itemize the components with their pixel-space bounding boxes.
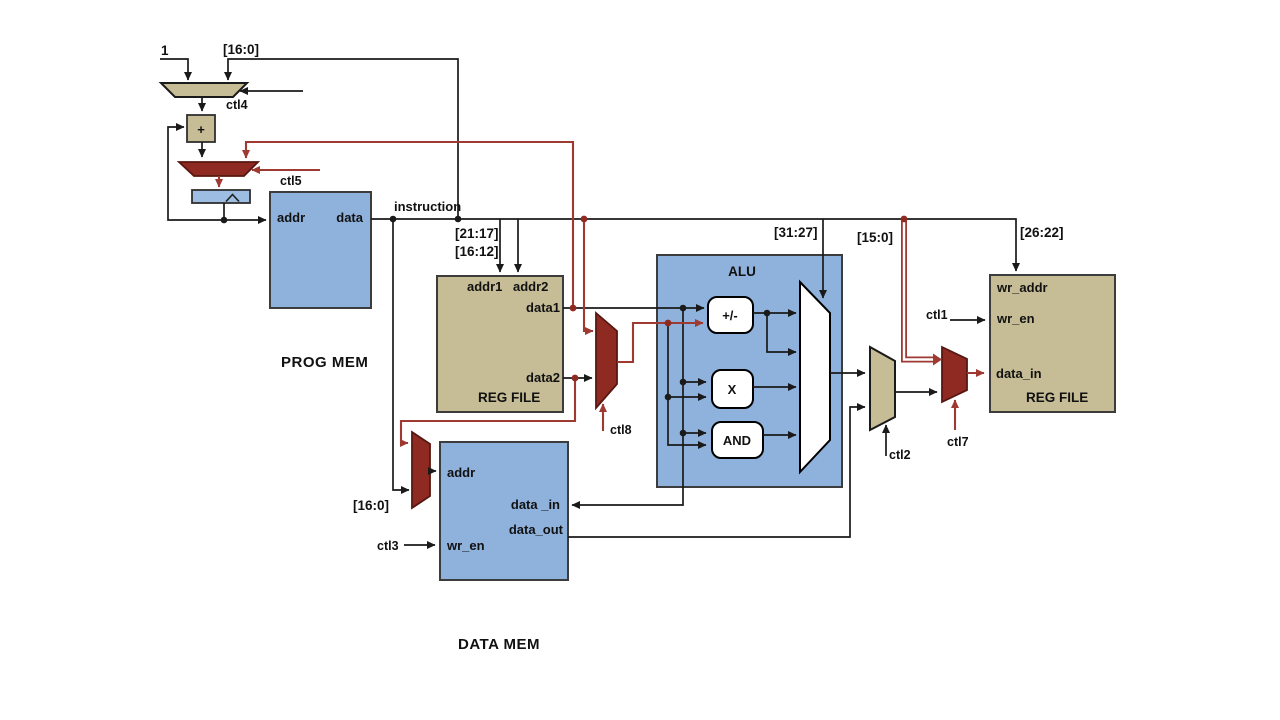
prog-mem-addr-label: addr (277, 210, 305, 225)
regfile-addr1-label: addr1 (467, 279, 502, 294)
prog-mem-data-label: data (336, 210, 364, 225)
mux-ctl4 (158, 82, 250, 98)
mux-mem-addr (411, 430, 431, 510)
regfile-data1-label: data1 (526, 300, 560, 315)
imm-range-label: [15:0] (857, 230, 893, 245)
mux-ctl5 (176, 161, 261, 177)
data-mem-addr-label: addr (447, 465, 475, 480)
wire-operand-b-to-and (667, 323, 707, 449)
alu-op-addsub-box (707, 296, 754, 334)
const-one-label: 1 (161, 43, 169, 58)
alu-op-mul-label: X (728, 382, 737, 397)
data-mem-wren-label: wr_en (446, 538, 485, 553)
addr2-range-label: [16:12] (455, 244, 499, 259)
mem-addr-range-label: [16:0] (353, 498, 389, 513)
wire-operand-a-to-mem-datain (571, 308, 684, 509)
mux-ctl2 (869, 345, 896, 432)
regfile-wren-label: wr_en (996, 311, 1035, 326)
alu-op-range-label: [31:27] (774, 225, 818, 240)
junction-operand-a3 (679, 429, 687, 437)
prog-mem-watermark: PROG MEM (281, 354, 368, 371)
adder-plus-label: + (197, 122, 205, 137)
instruction-label: instruction (394, 199, 461, 214)
pc-adder-block (186, 114, 216, 143)
prog-mem-block (269, 191, 372, 309)
wire-mem-dataout-to-mux2 (568, 403, 866, 538)
reg-file-read-block (436, 275, 564, 413)
wire-imm-to-mux7-outer (901, 221, 933, 363)
branch-offset-range-label: [16:0] (223, 42, 259, 57)
wire-imm-to-mux7-arrowhead (933, 353, 942, 366)
wire-data2-to-mem-addr-mux (399, 378, 577, 447)
clock-edge-icon (225, 193, 240, 203)
mux-alu-out (799, 279, 831, 475)
ctl5-label: ctl5 (280, 174, 302, 188)
wire-addsub-out-b (766, 313, 797, 356)
wire-imm-to-mux7-core (902, 222, 933, 361)
data-mem-datain-label: data _in (511, 497, 560, 512)
wire-data1-jump-feedback (242, 140, 575, 308)
regfile-wraddr-label: wr_addr (996, 280, 1048, 295)
junction-imm-mux7 (900, 215, 908, 223)
reg-file-write-block (989, 274, 1116, 413)
pc-register (191, 189, 251, 204)
data-mem-dataout-label: data_out (509, 522, 564, 537)
alu-title: ALU (728, 264, 756, 279)
ctl4-label: ctl4 (226, 98, 248, 112)
wire-pc-feedback-to-adder (167, 123, 224, 221)
addr1-range-label: [21:17] (455, 226, 499, 241)
junction-data2-red (571, 374, 579, 382)
junction-imm-mux8 (580, 215, 588, 223)
regfile-data2-label: data2 (526, 370, 560, 385)
junction-data1-red (569, 304, 577, 312)
junction-operand-b (664, 393, 672, 401)
mux-ctl8 (595, 311, 618, 411)
junction-mux8-out (664, 319, 672, 327)
junction-pc-out (220, 216, 228, 224)
wire-instr-to-mem-addr-mux (392, 219, 410, 494)
mux-ctl7 (941, 345, 968, 404)
junction-operand-a2 (679, 378, 687, 386)
regfile-read-title: REG FILE (478, 390, 540, 405)
junction-branch-offset (454, 215, 462, 223)
data-mem-watermark: DATA MEM (458, 636, 540, 653)
alu-op-and-label: AND (723, 433, 751, 448)
ctl8-label: ctl8 (610, 423, 632, 437)
wire-const-one (160, 58, 192, 81)
ctl7-label: ctl7 (947, 435, 969, 449)
data-mem-block (439, 441, 569, 581)
wire-branch-offset-to-ctl4 (224, 58, 459, 219)
ctl3-label: ctl3 (377, 539, 399, 553)
alu-op-mul-box (711, 369, 754, 409)
regfile-addr2-label: addr2 (513, 279, 548, 294)
alu-op-addsub-label: +/- (722, 308, 738, 323)
wire-imm-to-mux8 (582, 219, 594, 335)
regfile-write-title: REG FILE (1026, 390, 1088, 405)
ctl2-label: ctl2 (889, 448, 911, 462)
junction-mem-addr-branch (389, 215, 397, 223)
wr-addr-range-label: [26:22] (1020, 225, 1064, 240)
alu-op-and-box (711, 421, 764, 459)
regfile-datain-label: data_in (996, 366, 1042, 381)
junction-addsub-out (763, 309, 771, 317)
junction-operand-a1 (679, 304, 687, 312)
ctl1-label: ctl1 (926, 308, 948, 322)
